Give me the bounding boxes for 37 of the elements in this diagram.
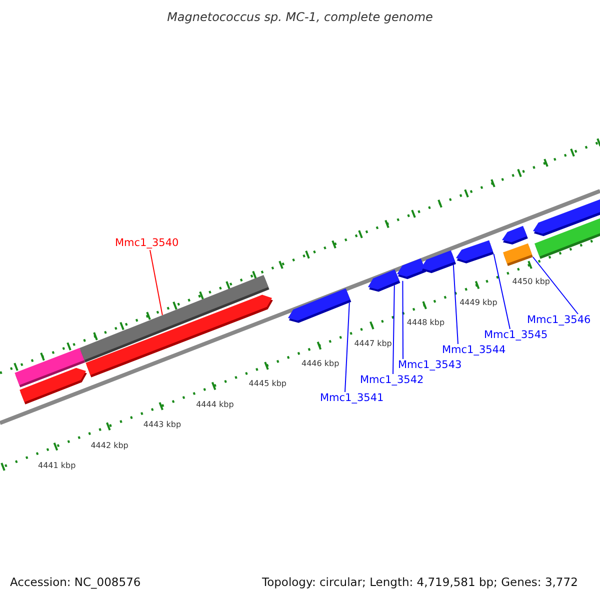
tick-label: 4447 kbp (354, 338, 392, 349)
leader-line (532, 256, 578, 314)
tick-label: 4445 kbp (248, 379, 286, 390)
gene-label: Mmc1_3543 (398, 359, 462, 371)
tick-label: 4446 kbp (302, 359, 340, 369)
gene-feature (397, 258, 426, 280)
footer-text: Topology: circular; Length: 4,719,581 bp; Genes: 3,772 (262, 575, 578, 589)
gene-feature (503, 243, 533, 266)
leader-line (493, 254, 510, 330)
gene-feature (502, 226, 528, 244)
gene-feature (421, 250, 456, 274)
leader-line (402, 280, 404, 360)
leader-line (150, 250, 163, 316)
gene-label: Mmc1_3546 (527, 314, 591, 326)
gene-label: Mmc1_3545 (484, 329, 548, 341)
title: Magnetococcus sp. MC-1, complete genome (166, 10, 434, 24)
gene-feature (368, 270, 400, 292)
tick-label: 4444 kbp (196, 400, 234, 410)
gene-label: Mmc1_3542 (360, 374, 424, 386)
gene-label: Mmc1_3540 (115, 237, 179, 249)
tick-label: 4449 kbp (460, 298, 498, 308)
leader-line (344, 302, 350, 392)
tick-label: 4442 kbp (90, 440, 128, 451)
tick-label: 4450 kbp (512, 277, 550, 288)
tick-label: 4441 kbp (38, 461, 76, 471)
gene-feature (288, 288, 352, 323)
tick-label: 4448 kbp (406, 318, 445, 328)
leader-line (392, 284, 395, 374)
gene-label: Mmc1_3544 (442, 344, 506, 356)
gene-feature (456, 240, 494, 264)
gene-feature (20, 368, 87, 404)
footer-text: Accession: NC_008576 (10, 575, 141, 589)
gene-feature (86, 294, 273, 378)
gene-label: Mmc1_3541 (320, 392, 384, 404)
leader-line (452, 264, 458, 344)
tick-label: 4443 kbp (143, 420, 182, 430)
gene-feature (534, 216, 600, 259)
